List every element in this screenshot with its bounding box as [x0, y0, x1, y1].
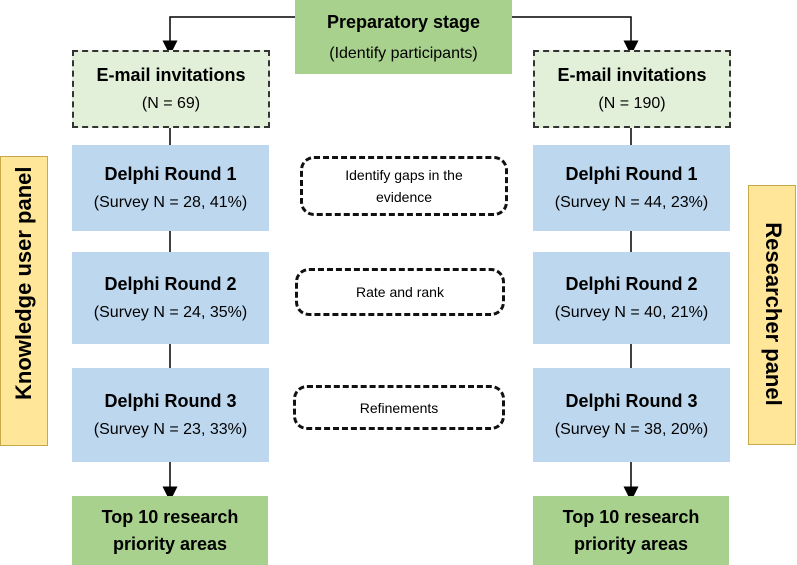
left-round-1-title: Delphi Round 1	[104, 164, 237, 184]
left-invitations-count: (N = 69)	[141, 95, 201, 112]
right-output-line1: Top 10 research	[562, 506, 700, 527]
left-invitations-box: E-mail invitations (N = 69)	[72, 50, 270, 128]
right-round-1-title: Delphi Round 1	[565, 164, 698, 184]
right-round-3-survey: (Survey N = 38, 20%)	[554, 421, 709, 438]
right-round-1-box: Delphi Round 1 (Survey N = 44, 23%)	[533, 145, 730, 231]
left-invitations-title: E-mail invitations	[96, 65, 246, 85]
right-round-3-title: Delphi Round 3	[565, 391, 698, 411]
left-round-2-box: Delphi Round 2 (Survey N = 24, 35%)	[72, 252, 269, 344]
researcher-panel-label-box: Researcher panel	[748, 185, 796, 445]
preparatory-subtitle: (Identify participants)	[329, 44, 478, 62]
knowledge-user-panel-label-box: Knowledge user panel	[0, 156, 48, 446]
activity-identify-gaps-line2: evidence	[375, 189, 433, 205]
left-round-1-survey: (Survey N = 28, 41%)	[93, 194, 248, 211]
activity-identify-gaps-box: Identify gaps in the evidence	[300, 156, 508, 216]
activity-refinements-box: Refinements	[293, 385, 505, 430]
left-round-2-title: Delphi Round 2	[104, 274, 237, 294]
right-round-3-box: Delphi Round 3 (Survey N = 38, 20%)	[533, 368, 730, 462]
left-round-3-title: Delphi Round 3	[104, 391, 237, 411]
right-invitations-count: (N = 190)	[598, 95, 666, 112]
left-round-3-box: Delphi Round 3 (Survey N = 23, 33%)	[72, 368, 269, 462]
left-output-line1: Top 10 research	[101, 506, 239, 527]
left-output-box: Top 10 research priority areas	[72, 496, 268, 565]
right-round-2-survey: (Survey N = 40, 21%)	[554, 304, 709, 321]
activity-refinements-label: Refinements	[359, 399, 439, 416]
activity-identify-gaps-line1: Identify gaps in the	[345, 167, 463, 183]
right-invitations-title: E-mail invitations	[557, 65, 707, 85]
right-round-2-title: Delphi Round 2	[565, 274, 698, 294]
preparatory-title: Preparatory stage	[326, 11, 481, 32]
preparatory-stage-box: Preparatory stage (Identify participants…	[295, 0, 512, 74]
activity-rate-rank-box: Rate and rank	[295, 268, 505, 316]
knowledge-user-panel-label: Knowledge user panel	[11, 166, 36, 401]
right-output-box: Top 10 research priority areas	[533, 496, 729, 565]
left-round-2-survey: (Survey N = 24, 35%)	[93, 304, 248, 321]
researcher-panel-label: Researcher panel	[761, 222, 786, 406]
right-invitations-box: E-mail invitations (N = 190)	[533, 50, 731, 128]
right-round-1-survey: (Survey N = 44, 23%)	[554, 194, 709, 211]
branch-left	[162, 16, 295, 56]
activity-rate-rank-label: Rate and rank	[356, 284, 444, 300]
branch-right	[512, 16, 639, 56]
right-output-line2: priority areas	[573, 533, 689, 554]
left-output-line2: priority areas	[112, 533, 228, 554]
left-round-1-box: Delphi Round 1 (Survey N = 28, 41%)	[72, 145, 269, 231]
right-round-2-box: Delphi Round 2 (Survey N = 40, 21%)	[533, 252, 730, 344]
left-round-3-survey: (Survey N = 23, 33%)	[93, 421, 248, 438]
